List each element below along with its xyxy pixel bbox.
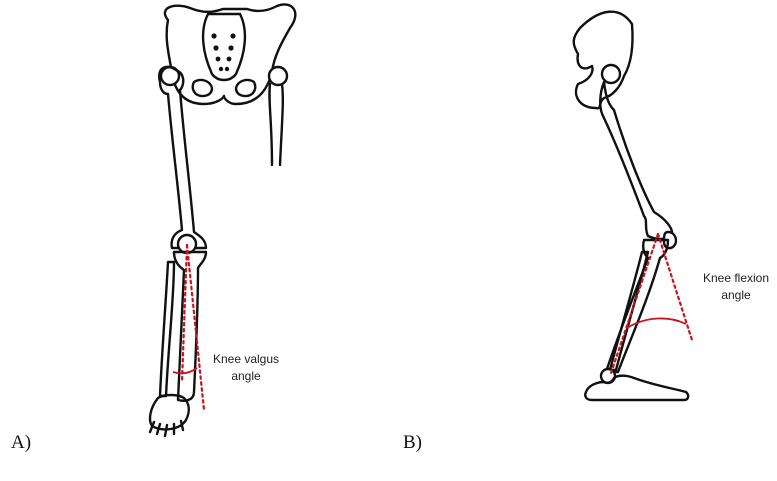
sacral-foramen [211,33,216,38]
flexion-angle-label: Knee flexion angle [696,270,776,304]
sacral-foramen [228,45,233,50]
femur-stub-right [269,84,282,165]
femur-b [600,82,672,239]
femoral-head-right [269,67,287,85]
sacral-foramen [219,67,223,71]
sacral-foramen [213,45,218,50]
sacral-foramen [216,57,221,62]
panel-a-label: A) [11,432,31,454]
obturator-foramen-left [193,80,212,96]
panel-b-label: B) [403,432,422,454]
sacral-foramen [227,57,232,62]
panel-b-skeleton [574,12,692,400]
fibula-a [160,262,174,396]
flexion-tibia-axis-line [610,234,658,376]
valgus-angle-arc [173,368,197,373]
sacrum [203,14,245,80]
sacral-foramen [230,33,235,38]
femoral-head-b [602,65,620,83]
obturator-foramen-right [236,80,255,96]
femur-left [159,67,206,248]
flexion-angle-label-line2: angle [696,287,776,304]
flexion-angle-label-line1: Knee flexion [696,270,776,287]
valgus-angle-label: Knee valgus angle [200,351,292,385]
valgus-angle-label-line1: Knee valgus [200,351,292,368]
pelvis-side [574,12,633,109]
valgus-angle-label-line2: angle [200,368,292,385]
flexion-femur-axis-line [658,234,692,340]
sacral-foramen [225,67,229,71]
